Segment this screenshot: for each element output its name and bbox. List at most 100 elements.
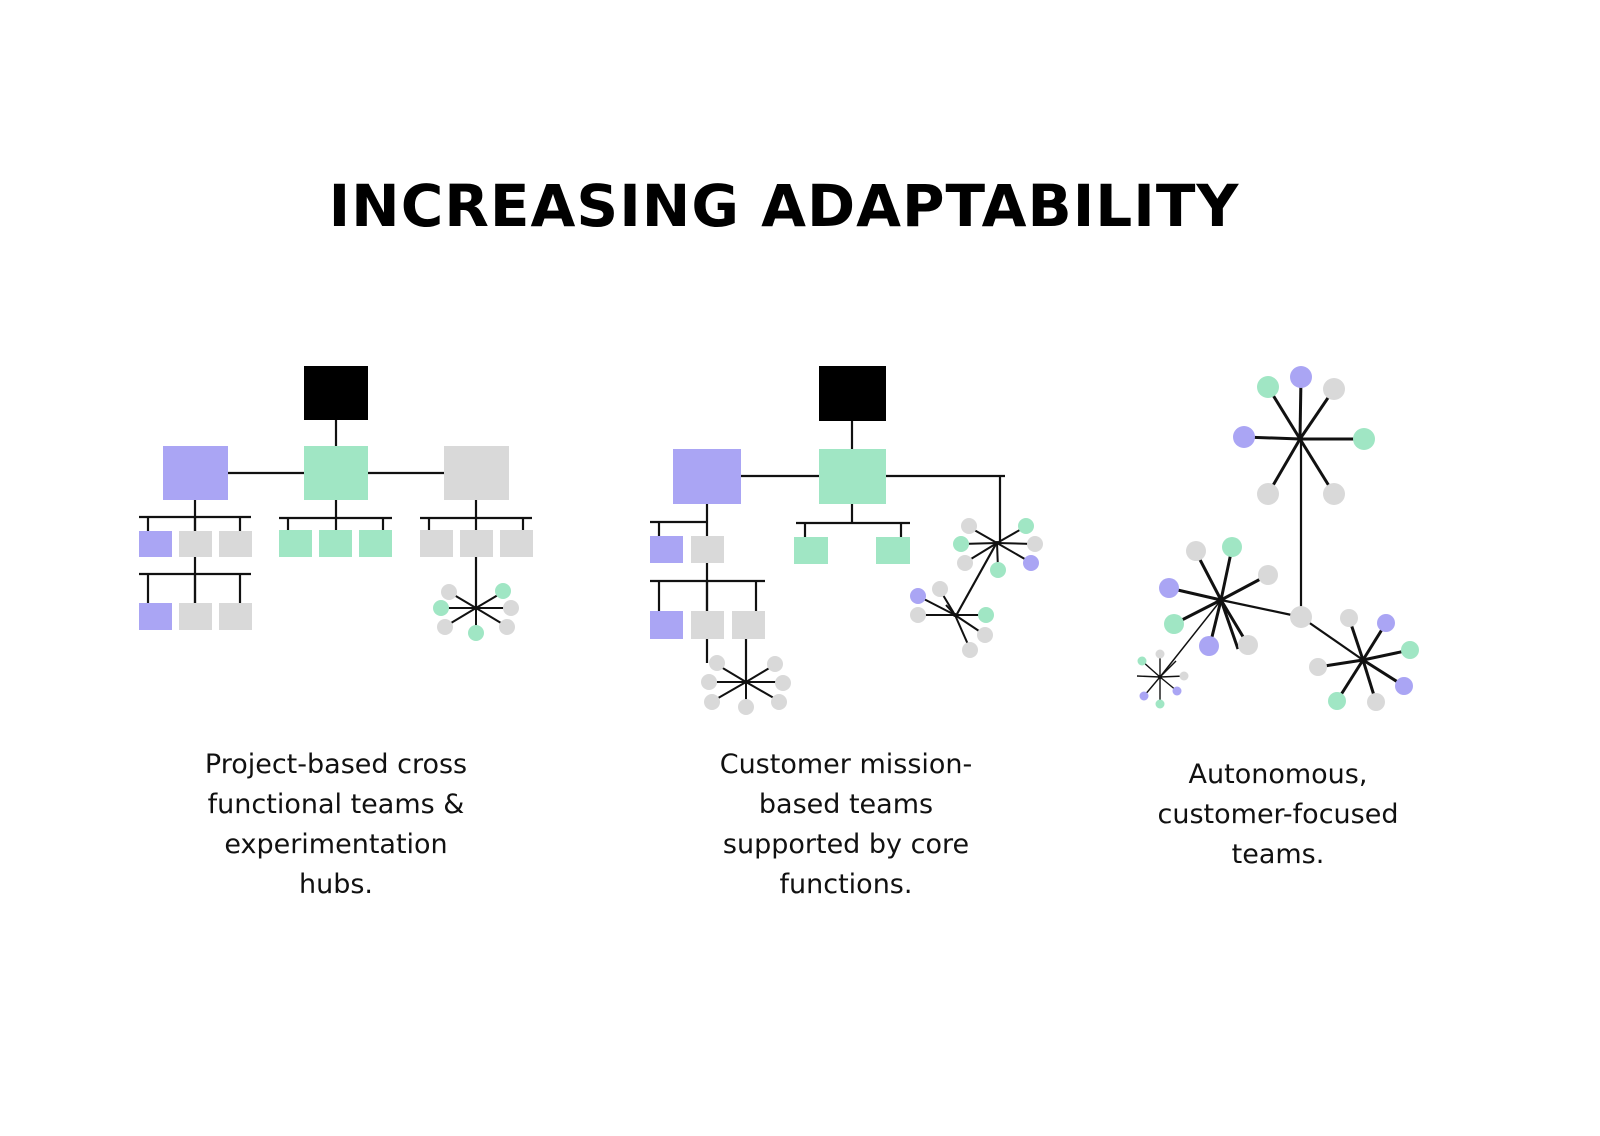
team-member-node bbox=[1395, 677, 1413, 695]
team-member-node bbox=[1340, 609, 1358, 627]
team-member-node bbox=[1323, 483, 1345, 505]
team-member-node bbox=[1323, 378, 1345, 400]
team-member-node bbox=[932, 581, 948, 597]
team-member-node bbox=[437, 619, 453, 635]
hub-center bbox=[1298, 437, 1302, 441]
team-member-node bbox=[1290, 366, 1312, 388]
team-box bbox=[179, 531, 212, 557]
team-member-node bbox=[767, 656, 783, 672]
org-structure-diagrams bbox=[139, 366, 1419, 715]
team-member-node bbox=[499, 619, 515, 635]
team-member-node bbox=[1139, 691, 1149, 701]
team-member-node bbox=[962, 642, 978, 658]
team-box bbox=[219, 531, 252, 557]
department-box bbox=[163, 446, 228, 500]
team-member-node bbox=[978, 607, 994, 623]
team-box bbox=[179, 603, 212, 630]
team-member-node bbox=[433, 600, 449, 616]
hub-center bbox=[995, 541, 999, 545]
team-box bbox=[139, 603, 172, 630]
team-member-node bbox=[441, 584, 457, 600]
hub-center bbox=[953, 613, 957, 617]
team-member-node bbox=[738, 699, 754, 715]
team-member-node bbox=[1164, 614, 1184, 634]
team-box bbox=[650, 536, 683, 563]
department-box bbox=[304, 446, 368, 500]
department-box bbox=[819, 449, 886, 504]
team-box bbox=[650, 611, 683, 639]
caption-project-based-teams: Project-based cross functional teams & e… bbox=[204, 749, 468, 900]
team-box bbox=[279, 530, 312, 557]
team-member-node bbox=[1155, 649, 1165, 659]
team-box bbox=[319, 530, 352, 557]
team-member-node bbox=[1309, 658, 1327, 676]
connector-line bbox=[1219, 599, 1240, 650]
team-member-node bbox=[1290, 606, 1312, 628]
team-member-node bbox=[1018, 518, 1034, 534]
diagram-mission-based-teams bbox=[650, 366, 1043, 715]
team-member-node bbox=[1222, 537, 1242, 557]
team-member-node bbox=[1377, 614, 1395, 632]
department-box bbox=[673, 449, 741, 504]
connector-line bbox=[945, 604, 956, 616]
connector-line bbox=[1159, 660, 1177, 678]
department-box bbox=[444, 446, 509, 500]
team-box bbox=[420, 530, 453, 557]
team-member-node bbox=[771, 694, 787, 710]
team-box bbox=[691, 536, 724, 563]
team-member-node bbox=[1258, 565, 1278, 585]
team-member-node bbox=[1137, 656, 1147, 666]
team-member-node bbox=[957, 555, 973, 571]
team-member-node bbox=[503, 600, 519, 616]
page-title: INCREASING ADAPTABILITY bbox=[328, 172, 1240, 240]
team-member-node bbox=[1257, 483, 1279, 505]
connector-line bbox=[956, 543, 997, 615]
team-member-node bbox=[990, 562, 1006, 578]
team-member-node bbox=[495, 583, 511, 599]
team-member-node bbox=[910, 588, 926, 604]
team-member-node bbox=[1233, 426, 1255, 448]
connector-line bbox=[1136, 675, 1161, 678]
team-member-node bbox=[468, 625, 484, 641]
hub-center bbox=[1158, 675, 1162, 679]
team-member-node bbox=[1257, 376, 1279, 398]
team-member-node bbox=[1328, 692, 1346, 710]
caption-mission-based-teams: Customer mission- based teams supported … bbox=[719, 749, 973, 900]
connector-line bbox=[1159, 599, 1222, 678]
hub-center bbox=[744, 680, 748, 684]
team-box bbox=[139, 531, 172, 557]
team-member-node bbox=[953, 536, 969, 552]
team-member-node bbox=[775, 675, 791, 691]
team-member-node bbox=[1238, 635, 1258, 655]
team-member-node bbox=[1023, 555, 1039, 571]
hub-center bbox=[1219, 598, 1223, 602]
team-member-node bbox=[1353, 428, 1375, 450]
diagram-project-based-teams bbox=[139, 366, 533, 641]
team-member-node bbox=[1155, 699, 1165, 709]
team-member-node bbox=[1199, 636, 1219, 656]
connector-line bbox=[1220, 598, 1302, 619]
team-box bbox=[876, 537, 910, 564]
hub-center bbox=[1361, 658, 1365, 662]
team-box bbox=[460, 530, 493, 557]
connector-line bbox=[1300, 616, 1364, 661]
team-box bbox=[359, 530, 392, 557]
team-box bbox=[732, 611, 765, 639]
team-member-node bbox=[709, 655, 725, 671]
caption-autonomous-teams: Autonomous, customer-focused teams. bbox=[1157, 759, 1399, 870]
team-box bbox=[500, 530, 533, 557]
leader-box bbox=[304, 366, 368, 420]
diagram-autonomous-teams bbox=[1136, 366, 1419, 711]
team-member-node bbox=[701, 674, 717, 690]
team-box bbox=[219, 603, 252, 630]
team-member-node bbox=[910, 607, 926, 623]
leader-box bbox=[819, 366, 886, 421]
team-member-node bbox=[704, 694, 720, 710]
team-member-node bbox=[1172, 686, 1182, 696]
team-member-node bbox=[1027, 536, 1043, 552]
team-member-node bbox=[1186, 541, 1206, 561]
team-member-node bbox=[977, 627, 993, 643]
team-box bbox=[691, 611, 724, 639]
team-box bbox=[794, 537, 828, 564]
hub-center bbox=[474, 606, 478, 610]
